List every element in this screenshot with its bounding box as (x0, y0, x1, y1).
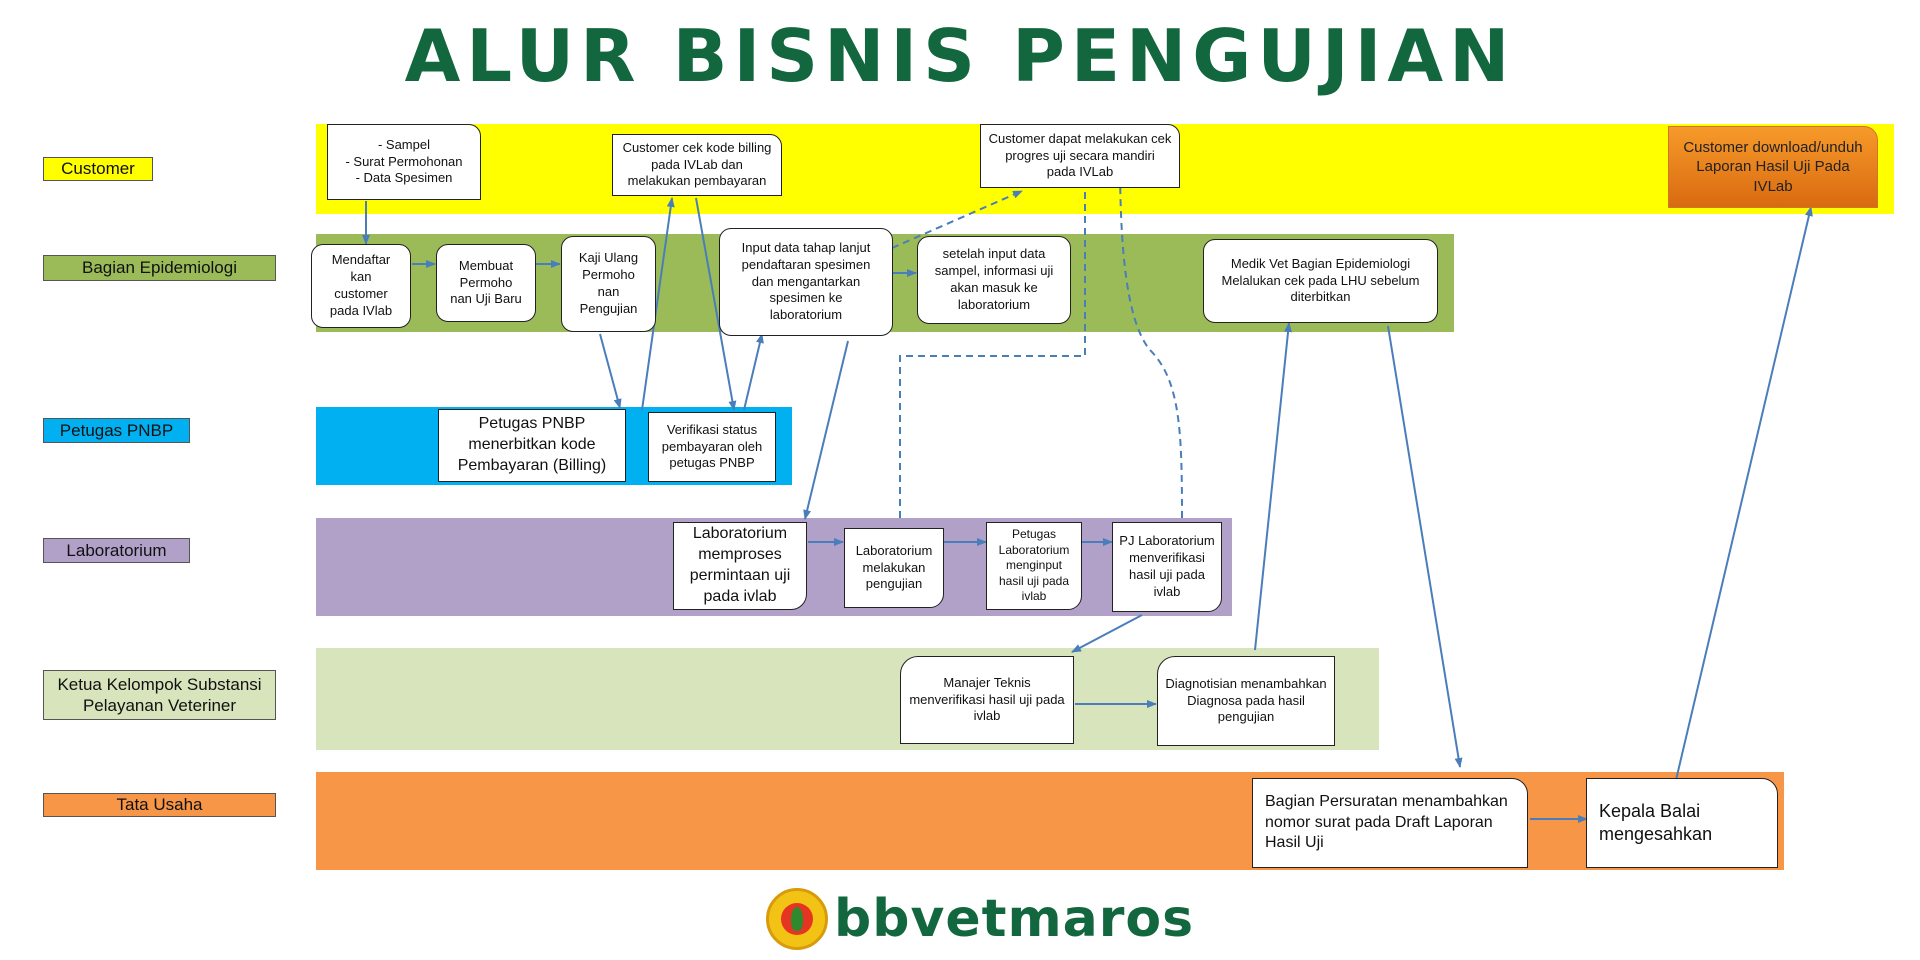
box-petugas-billing: Petugas PNBP menerbitkan kode Pembayaran… (438, 409, 626, 482)
box-verifikasi-pembayaran: Verifikasi status pembayaran oleh petuga… (648, 412, 776, 482)
lane-label-tata-usaha: Tata Usaha (43, 793, 276, 817)
box-manajer-teknis: Manajer Teknis menverifikasi hasil uji p… (900, 656, 1074, 744)
box-input-data-lanjut: Input data tahap lanjut pendaftaran spes… (719, 228, 893, 336)
box-petugas-lab-input: Petugas Laboratorium menginput hasil uji… (986, 522, 1082, 610)
arrow-kepala-to-download (1675, 206, 1813, 781)
box-bagian-persuratan: Bagian Persuratan menambahkan nomor sura… (1252, 778, 1528, 868)
box-customer-cek-progres: Customer dapat melakukan cek progres uji… (980, 124, 1180, 188)
arrow-kaji-to-billing (599, 333, 622, 409)
box-sampel-documents: - Sampel - Surat Permohonan - Data Spesi… (327, 124, 481, 200)
lane-tata-usaha-band (316, 772, 1784, 870)
lane-label-epidemiologi: Bagian Epidemiologi (43, 255, 276, 281)
arrow-verifikasi-to-input (743, 333, 764, 411)
box-customer-download: Customer download/unduh Laporan Hasil Uj… (1668, 126, 1878, 208)
box-mendaftar-customer: Mendaftar kan customer pada IVlab (311, 244, 411, 328)
box-pj-lab-verifikasi: PJ Laboratorium menverifikasi hasil uji … (1112, 522, 1222, 612)
box-membuat-permohonan: Membuat Permoho nan Uji Baru (436, 244, 536, 322)
box-lab-memproses: Laboratorium memproses permintaan uji pa… (673, 522, 807, 610)
lane-label-laboratorium: Laboratorium (43, 538, 190, 563)
box-setelah-input: setelah input data sampel, informasi uji… (917, 236, 1071, 324)
lane-label-customer: Customer (43, 157, 153, 181)
arrow-medik-to-persuratan (1387, 325, 1463, 768)
box-kepala-balai: Kepala Balai mengesahkan (1586, 778, 1778, 868)
box-kaji-ulang: Kaji Ulang Permoho nan Pengujian (561, 236, 656, 332)
bbvet-logo: bbvetmaros (766, 884, 1194, 954)
logo-text: bbvetmaros (834, 889, 1195, 949)
box-medik-vet: Medik Vet Bagian Epidemiologi Melalukan … (1203, 239, 1438, 323)
lane-label-pnbp: Petugas PNBP (43, 418, 190, 443)
box-customer-cek-billing: Customer cek kode billing pada IVLab dan… (612, 134, 782, 196)
arrow-diagnotisian-to-medik (1254, 322, 1293, 651)
box-lab-melakukan-pengujian: Laboratorium melakukan pengujian (844, 528, 944, 608)
arrow-pj-to-manajer (1071, 614, 1143, 653)
page-title: ALUR BISNIS PENGUJIAN (404, 14, 1516, 98)
box-diagnotisian: Diagnotisian menambahkan Diagnosa pada h… (1157, 656, 1335, 746)
arrow-input-to-lab-proses (803, 340, 849, 520)
seal-icon (766, 888, 828, 950)
lane-label-ketua: Ketua Kelompok Substansi Pelayanan Veter… (43, 670, 276, 720)
